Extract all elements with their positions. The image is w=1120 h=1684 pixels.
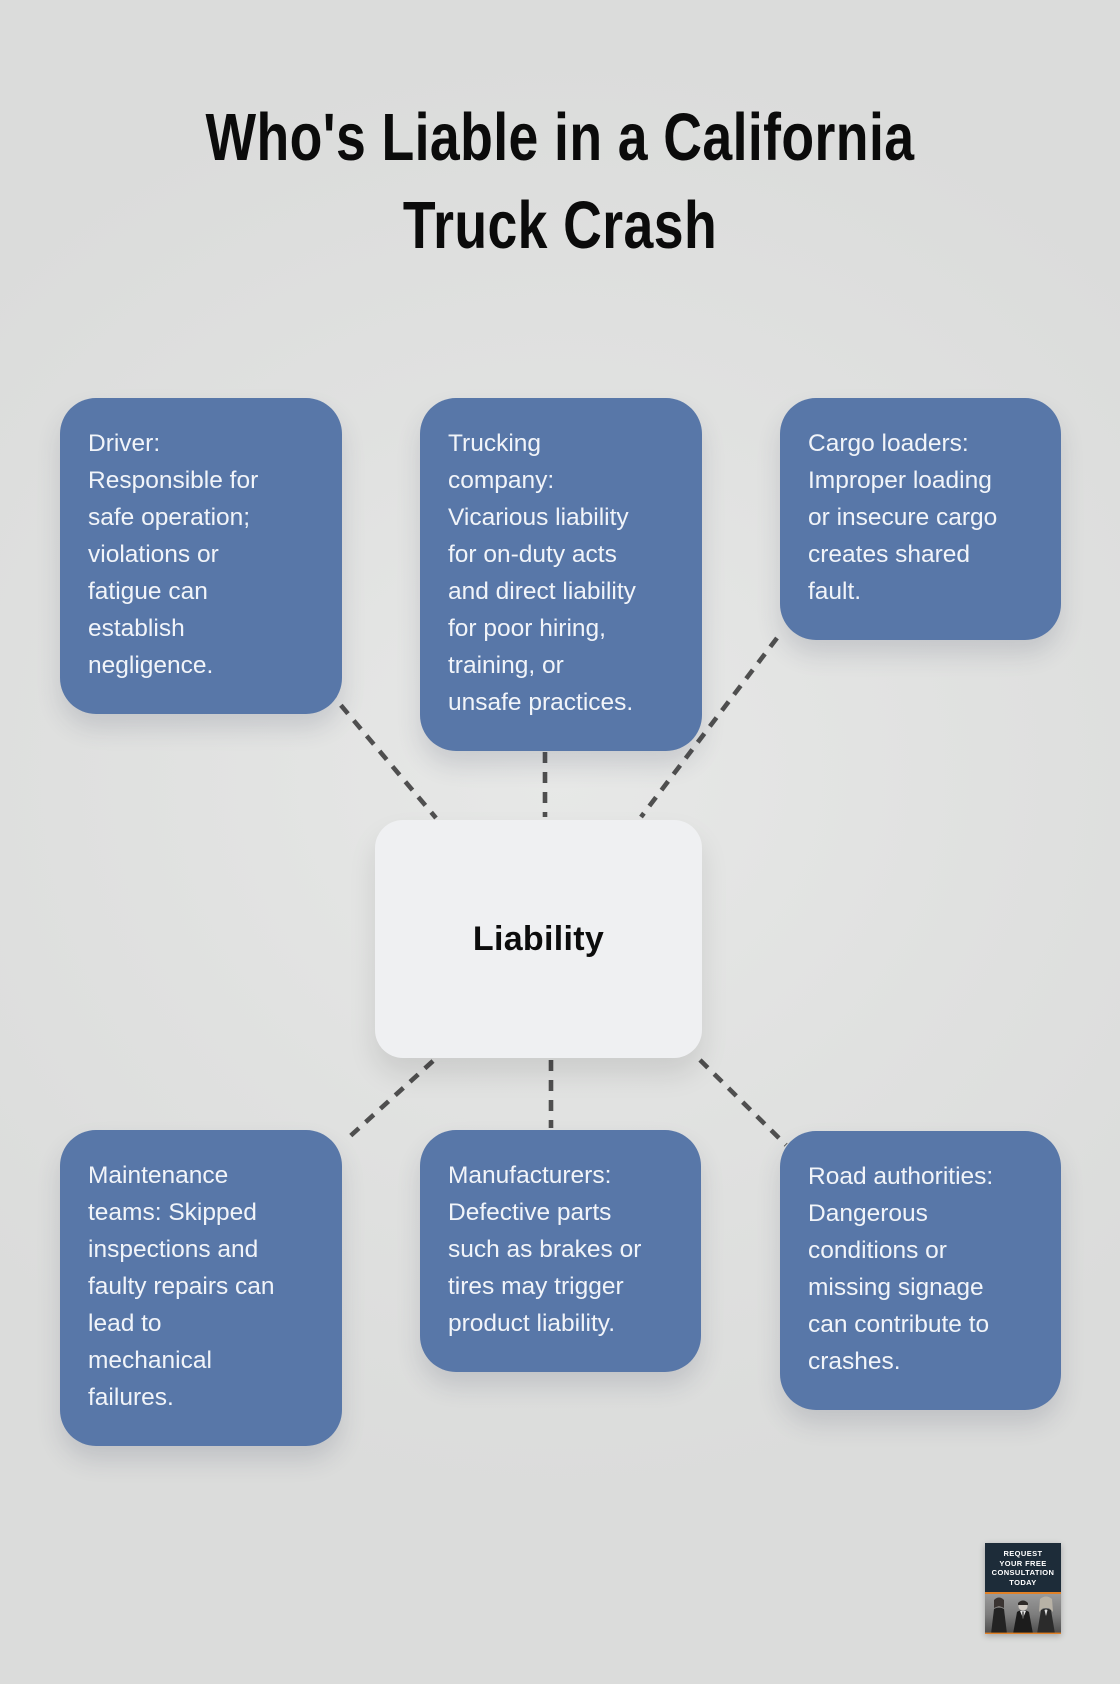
- badge-line-4: TODAY: [1009, 1577, 1037, 1587]
- center-node-liability: Liability: [375, 820, 702, 1058]
- center-label: Liability: [472, 919, 605, 958]
- consultation-badge-text: REQUEST YOUR FREE CONSULTATION TODAY: [985, 1543, 1061, 1592]
- liability-node-trucking-company: Trucking company: Vicarious liability fo…: [420, 398, 702, 751]
- page-title: Who's Liable in a California Truck Crash: [112, 94, 1008, 271]
- liability-node-road-authorities: Road authorities: Dangerous conditions o…: [780, 1131, 1061, 1410]
- badge-line-2: YOUR FREE: [999, 1558, 1047, 1568]
- liability-node-cargo-loaders: Cargo loaders: Improper loading or insec…: [780, 398, 1061, 640]
- badge-line-3: CONSULTATION: [991, 1568, 1055, 1577]
- connector-cargo-to-center: [639, 636, 779, 819]
- connector-center-to-maintenance: [345, 1059, 435, 1141]
- title-line-2: Truck Crash: [402, 188, 718, 264]
- consultation-badge: REQUEST YOUR FREE CONSULTATION TODAY: [985, 1543, 1061, 1634]
- title-line-1: Who's Liable in a California: [205, 100, 915, 175]
- liability-node-maintenance-teams: Maintenance teams: Skipped inspections a…: [60, 1130, 342, 1446]
- node-text-manufacturers: Manufacturers: Defective parts such as b…: [448, 1162, 642, 1337]
- node-text-cargo-loaders: Cargo loaders: Improper loading or insec…: [808, 430, 998, 605]
- liability-node-driver: Driver: Responsible for safe operation; …: [60, 398, 342, 714]
- node-text-driver: Driver: Responsible for safe operation; …: [88, 430, 259, 679]
- node-text-trucking-company: Trucking company: Vicarious liability fo…: [448, 430, 636, 716]
- liability-node-manufacturers: Manufacturers: Defective parts such as b…: [420, 1130, 701, 1372]
- connector-driver-to-center: [326, 688, 438, 820]
- node-text-road-authorities: Road authorities: Dangerous conditions o…: [808, 1163, 994, 1375]
- attorneys-photo: [985, 1594, 1061, 1634]
- badge-orange-divider: [985, 1592, 1061, 1594]
- connector-center-to-road: [698, 1058, 788, 1147]
- node-text-maintenance-teams: Maintenance teams: Skipped inspections a…: [88, 1162, 275, 1411]
- badge-line-1: REQUEST: [1003, 1549, 1043, 1558]
